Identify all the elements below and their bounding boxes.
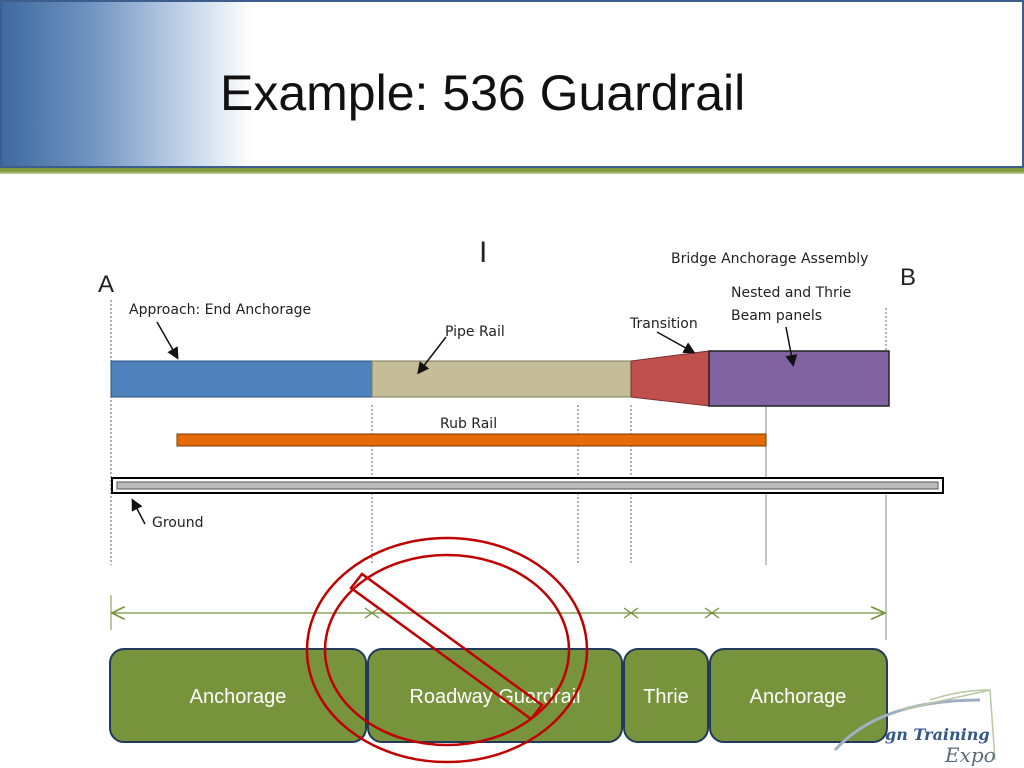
nested-label-line2: Beam panels [731,308,822,324]
segment-label: Thrie [643,686,689,708]
segment-box [109,648,367,743]
ground-bar [116,481,939,490]
segment-label: Roadway Guardrail [409,686,580,708]
approach-label: Approach: End Anchorage [129,302,311,318]
header-divider [0,168,1024,174]
point-a-label: A [98,271,114,298]
logo-swoosh [833,698,981,752]
text-cursor-mark: I [479,236,487,269]
prohibition-icon [305,536,589,764]
bridge-anchorage-label: Bridge Anchorage Assembly [671,251,868,267]
transition-label: Transition [629,316,698,332]
dimension-arrows [112,608,885,618]
logo-bridge-cable [929,689,991,701]
segment-anchorage-approach: Anchorage [109,648,367,743]
segment-box [709,648,888,743]
segment-label: Anchorage [190,686,287,708]
dimension-tick-2 [623,607,639,619]
training-expo-logo: gn Training Expo [833,689,996,767]
logo-text-line2: Expo [944,743,996,767]
header-gradient-band [2,2,252,166]
thrie-beam-section [708,350,890,407]
pipe-rail-label: Pipe Rail [445,324,505,340]
approach-arrow [156,321,179,360]
ground-arrow [131,498,146,525]
slide-header: Example: 536 Guardrail [0,0,1024,168]
segment-label: Anchorage [750,686,847,708]
ground-label: Ground [152,515,204,531]
transition-arrow [656,331,696,354]
pipe-rail-arrow [417,336,447,375]
rub-rail-bar [176,433,767,447]
segment-roadway-guardrail: Roadway Guardrail [367,648,623,743]
nested-label-line1: Nested and Thrie [731,285,851,301]
dimension-tick-1 [364,607,380,619]
point-b-label: B [900,264,916,291]
transition-section [630,350,710,407]
segment-thrie: Thrie [623,648,709,743]
segment-box [623,648,709,743]
dimension-tick-3 [704,607,720,619]
slide-title: Example: 536 Guardrail [220,65,746,121]
nested-arrow [785,326,798,367]
segment-anchorage-bridge: Anchorage [709,648,888,743]
rub-rail-label: Rub Rail [440,416,497,432]
pipe-rail-section [371,360,632,398]
approach-anchorage-section [110,360,373,398]
logo-text-line1: gn Training [885,725,990,744]
